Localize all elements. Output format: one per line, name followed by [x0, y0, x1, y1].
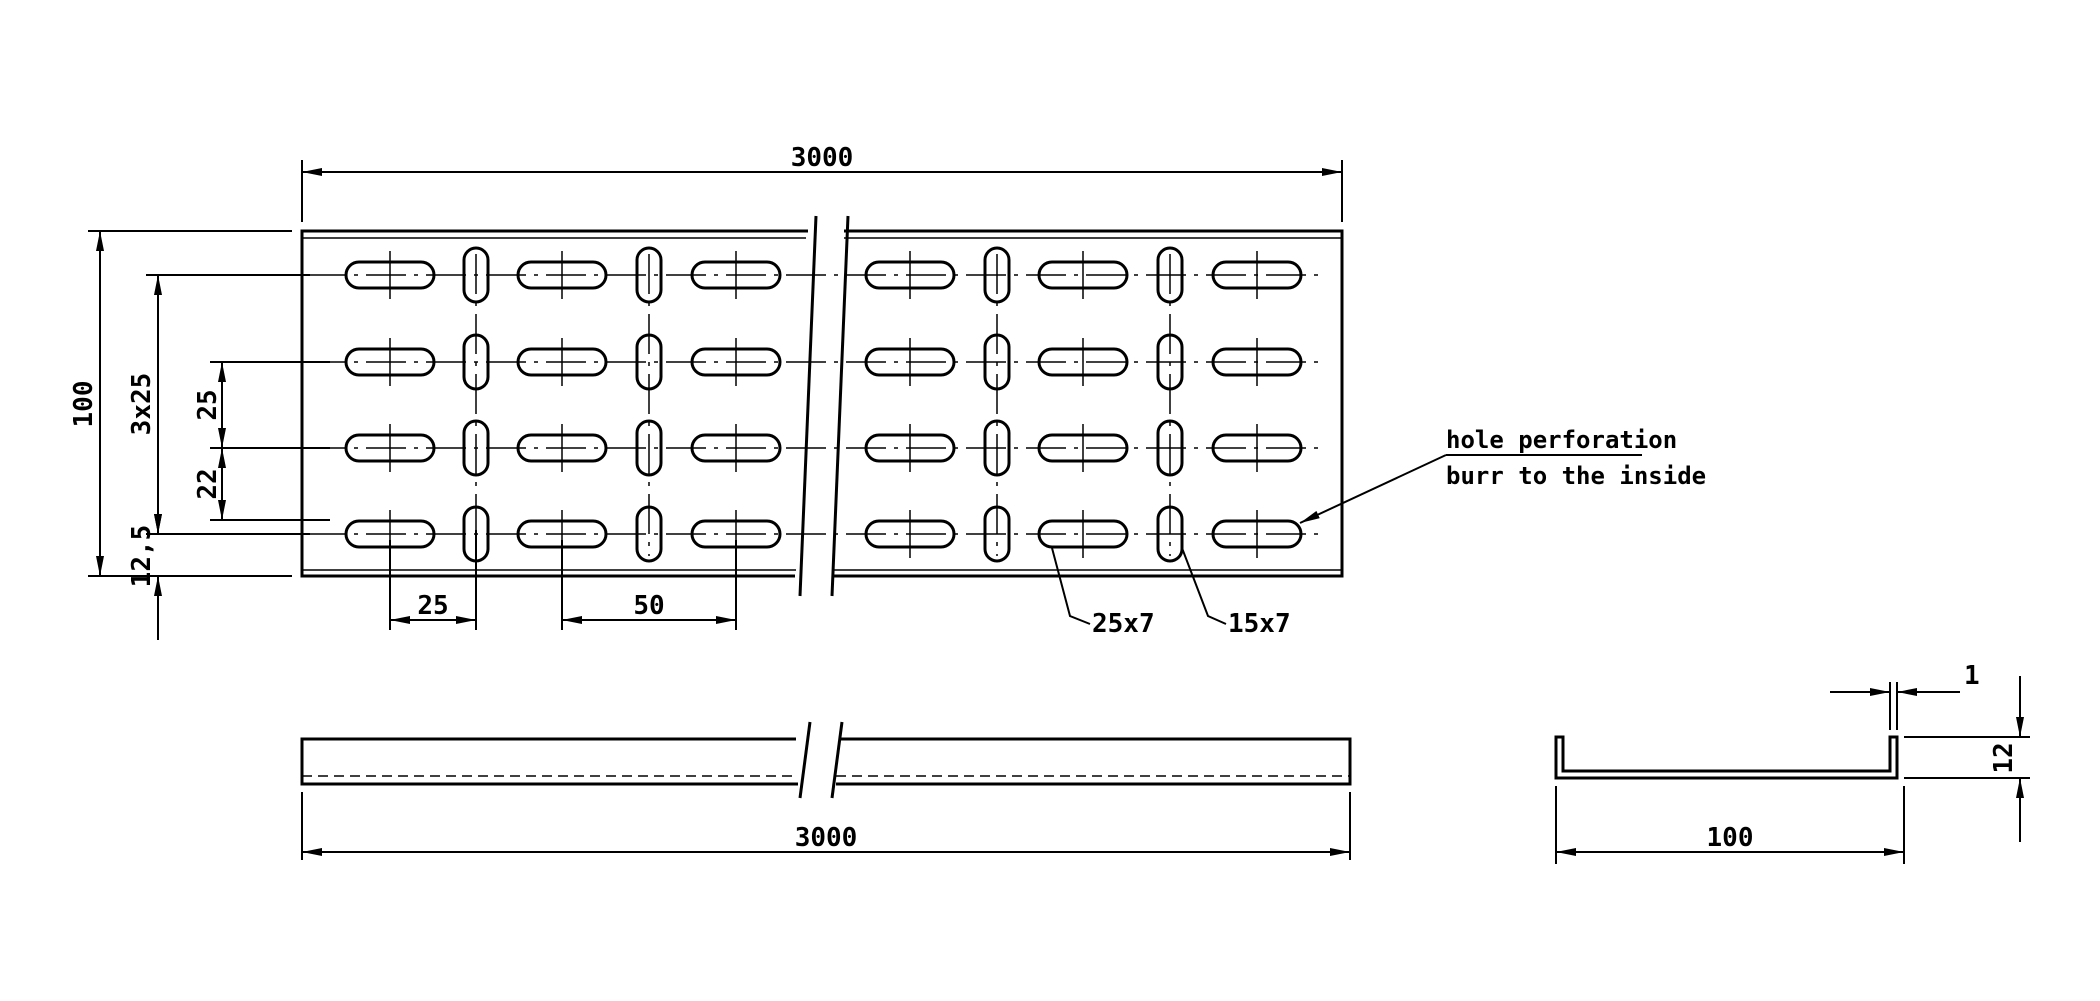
section-view: [1554, 735, 1899, 780]
short-slot: [1156, 246, 1184, 304]
short-slot: [462, 246, 490, 304]
break-line: [798, 721, 812, 799]
tray-outline-right: [832, 229, 1344, 578]
top-view: [300, 215, 1344, 597]
note-hole-perforation: hole perforation: [1446, 426, 1677, 454]
short-slot: [462, 333, 490, 391]
pitch-dimensions: [210, 361, 330, 521]
short-slot: [983, 419, 1011, 477]
length-label-top: 3000: [791, 143, 854, 173]
length-dimension-bottom: [301, 792, 1351, 860]
row-pitch-label: 3x25: [127, 373, 157, 436]
short-slot: [983, 505, 1011, 563]
slot-leaders: [1051, 547, 1227, 625]
short-slot: [983, 246, 1011, 304]
section-thickness-dimension: [1830, 682, 1960, 730]
side-view: [300, 721, 1352, 799]
slot-label-short: 15x7: [1228, 609, 1291, 639]
short-slot: [1156, 419, 1184, 477]
row-pitch-dimension: [146, 274, 310, 535]
tray-outline-left: [300, 229, 808, 578]
slot-spacing-large-label: 50: [633, 591, 664, 621]
pitch-label-a: 25: [193, 389, 223, 420]
slot-spacing-dimensions: [389, 530, 737, 630]
u-profile: [1554, 735, 1899, 780]
short-slot: [635, 246, 663, 304]
section-height-label: 12: [1989, 742, 2019, 773]
note-burr-inside: burr to the inside: [1446, 462, 1706, 490]
pitch-label-b: 22: [193, 468, 223, 499]
short-slot: [635, 419, 663, 477]
edge-dimension: [146, 490, 170, 640]
slot-label-long: 25x7: [1092, 609, 1155, 639]
short-slot: [635, 505, 663, 563]
short-slot: [1156, 333, 1184, 391]
section-thickness-label: 1: [1964, 661, 1980, 691]
edge-label: 12,5: [127, 525, 157, 588]
short-slot: [983, 333, 1011, 391]
width-dimension: [88, 230, 292, 577]
section-height-dimension: [1904, 676, 2030, 842]
section-width-dimension: [1555, 786, 1905, 864]
length-label-bottom: 3000: [795, 823, 858, 853]
short-slot: [635, 333, 663, 391]
break-line: [830, 215, 850, 597]
section-width-label: 100: [1707, 823, 1754, 853]
short-slot: [462, 419, 490, 477]
width-label: 100: [69, 381, 99, 428]
length-dimension-top: [301, 160, 1343, 222]
break-line: [830, 721, 844, 799]
break-line: [798, 215, 818, 597]
short-slot: [1156, 505, 1184, 563]
slot-spacing-small-label: 25: [417, 591, 448, 621]
note-leader: [1299, 454, 1642, 524]
